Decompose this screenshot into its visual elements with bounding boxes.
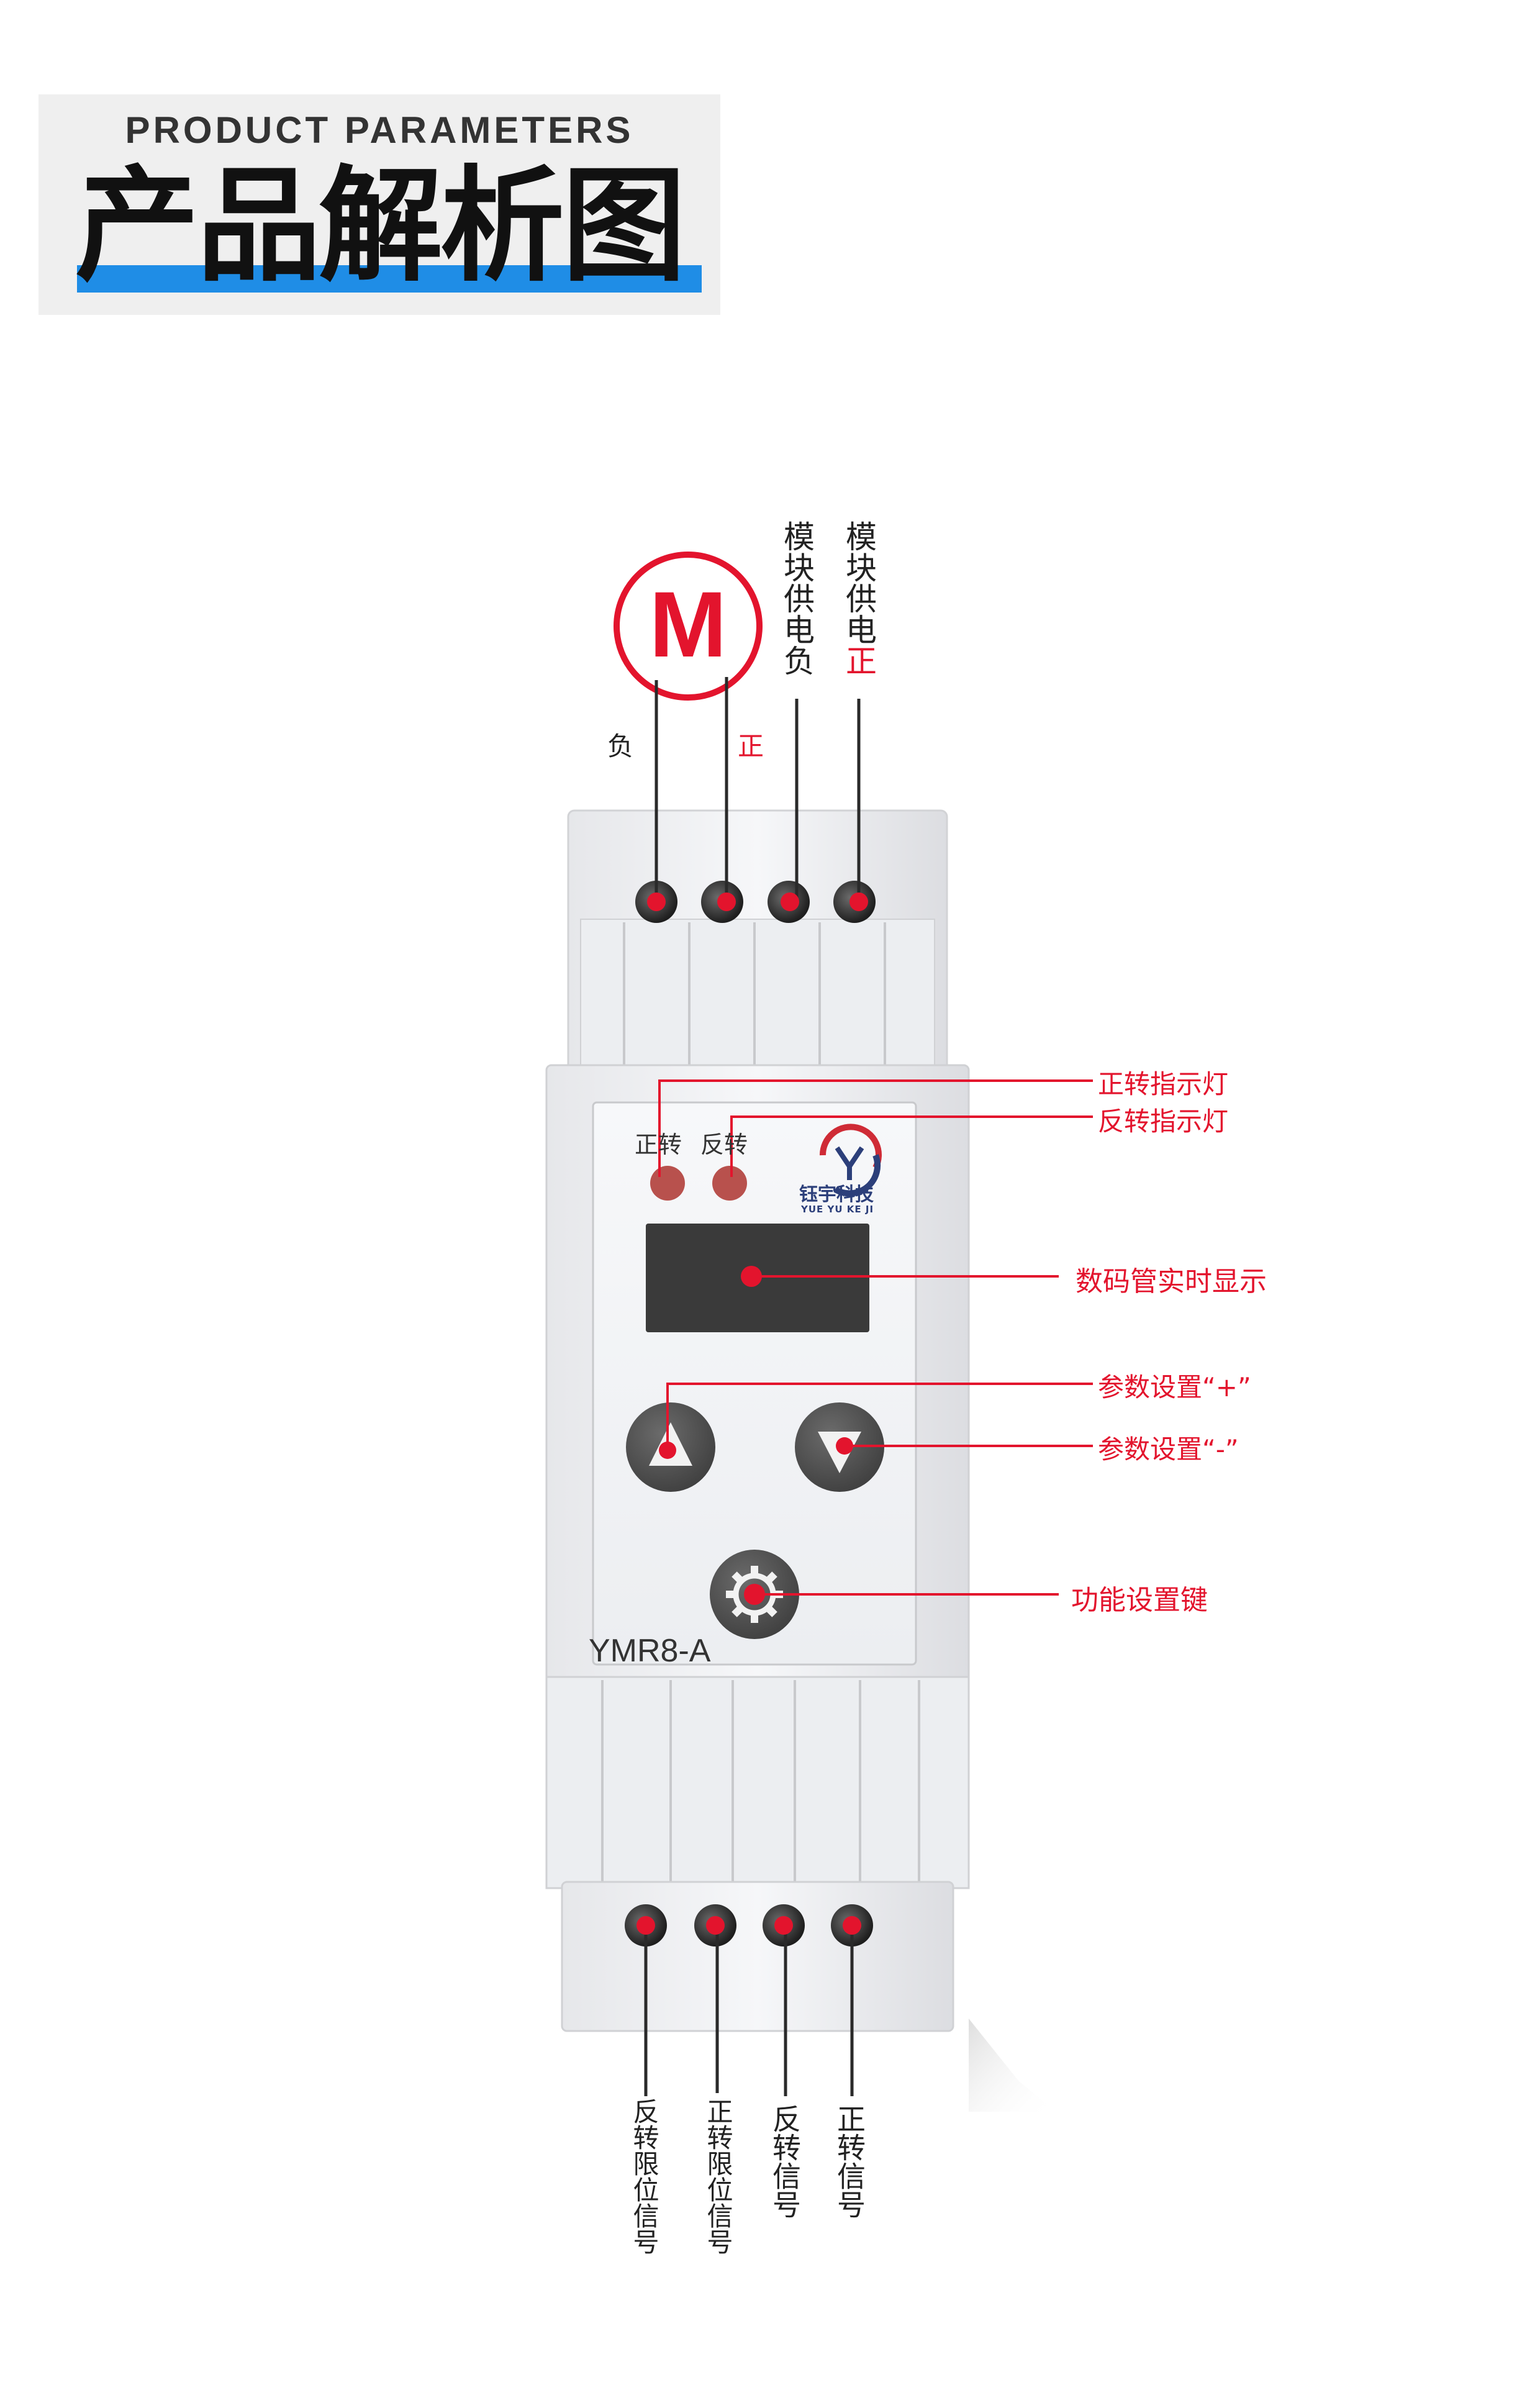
reverse-limit-label: 反转限位信号	[629, 2098, 659, 2255]
top-leader-lines	[654, 677, 861, 902]
reverse-indicator-text: 反转	[700, 1131, 748, 1158]
power-neg-label: 模块供电负	[779, 520, 815, 676]
model-label: YMR8-A	[589, 1633, 711, 1669]
bottom-leader-lines	[644, 1925, 854, 2096]
callout-param-plus: 参数设置“+”	[1098, 1372, 1251, 1402]
brand-logo-icon	[819, 1124, 882, 1197]
header-underline	[77, 265, 702, 293]
power-pos-suffix: 正	[841, 645, 877, 676]
device-shadow	[969, 2019, 1056, 2112]
power-pos-label: 模块供电正	[841, 520, 877, 676]
brand-logo-subtext: YUE YU KE JI	[801, 1204, 874, 1215]
forward-indicator-text: 正转	[635, 1131, 682, 1158]
reverse-signal-label: 反转信号	[768, 2104, 802, 2219]
forward-signal-label: 正转信号	[833, 2104, 866, 2219]
motor-symbol-label: M	[649, 572, 727, 676]
header-title: 产品解析图	[75, 154, 686, 299]
callout-param-minus: 参数设置“-”	[1098, 1434, 1239, 1465]
reverse-indicator-light	[712, 1166, 747, 1201]
callout-function-key: 功能设置键	[1071, 1584, 1208, 1616]
brand-logo-text: 钰宇科技	[799, 1184, 874, 1206]
callout-forward-indicator: 正转指示灯	[1098, 1069, 1229, 1099]
header-subtitle: PRODUCT PARAMETERS	[125, 109, 634, 151]
motor-pos-label: 正	[738, 731, 764, 761]
forward-indicator-light	[650, 1166, 685, 1201]
callout-lines	[658, 1079, 1093, 1596]
motor-neg-label: 负	[607, 731, 634, 761]
bottom-rail	[545, 1676, 970, 1889]
callout-reverse-indicator: 反转指示灯	[1098, 1106, 1229, 1137]
motor-symbol-circle	[614, 552, 763, 701]
callout-display: 数码管实时显示	[1076, 1266, 1267, 1297]
bottom-terminal-block	[561, 1881, 954, 2032]
forward-limit-label: 正转限位信号	[703, 2098, 733, 2255]
power-pos-prefix: 模块供电	[841, 520, 877, 645]
